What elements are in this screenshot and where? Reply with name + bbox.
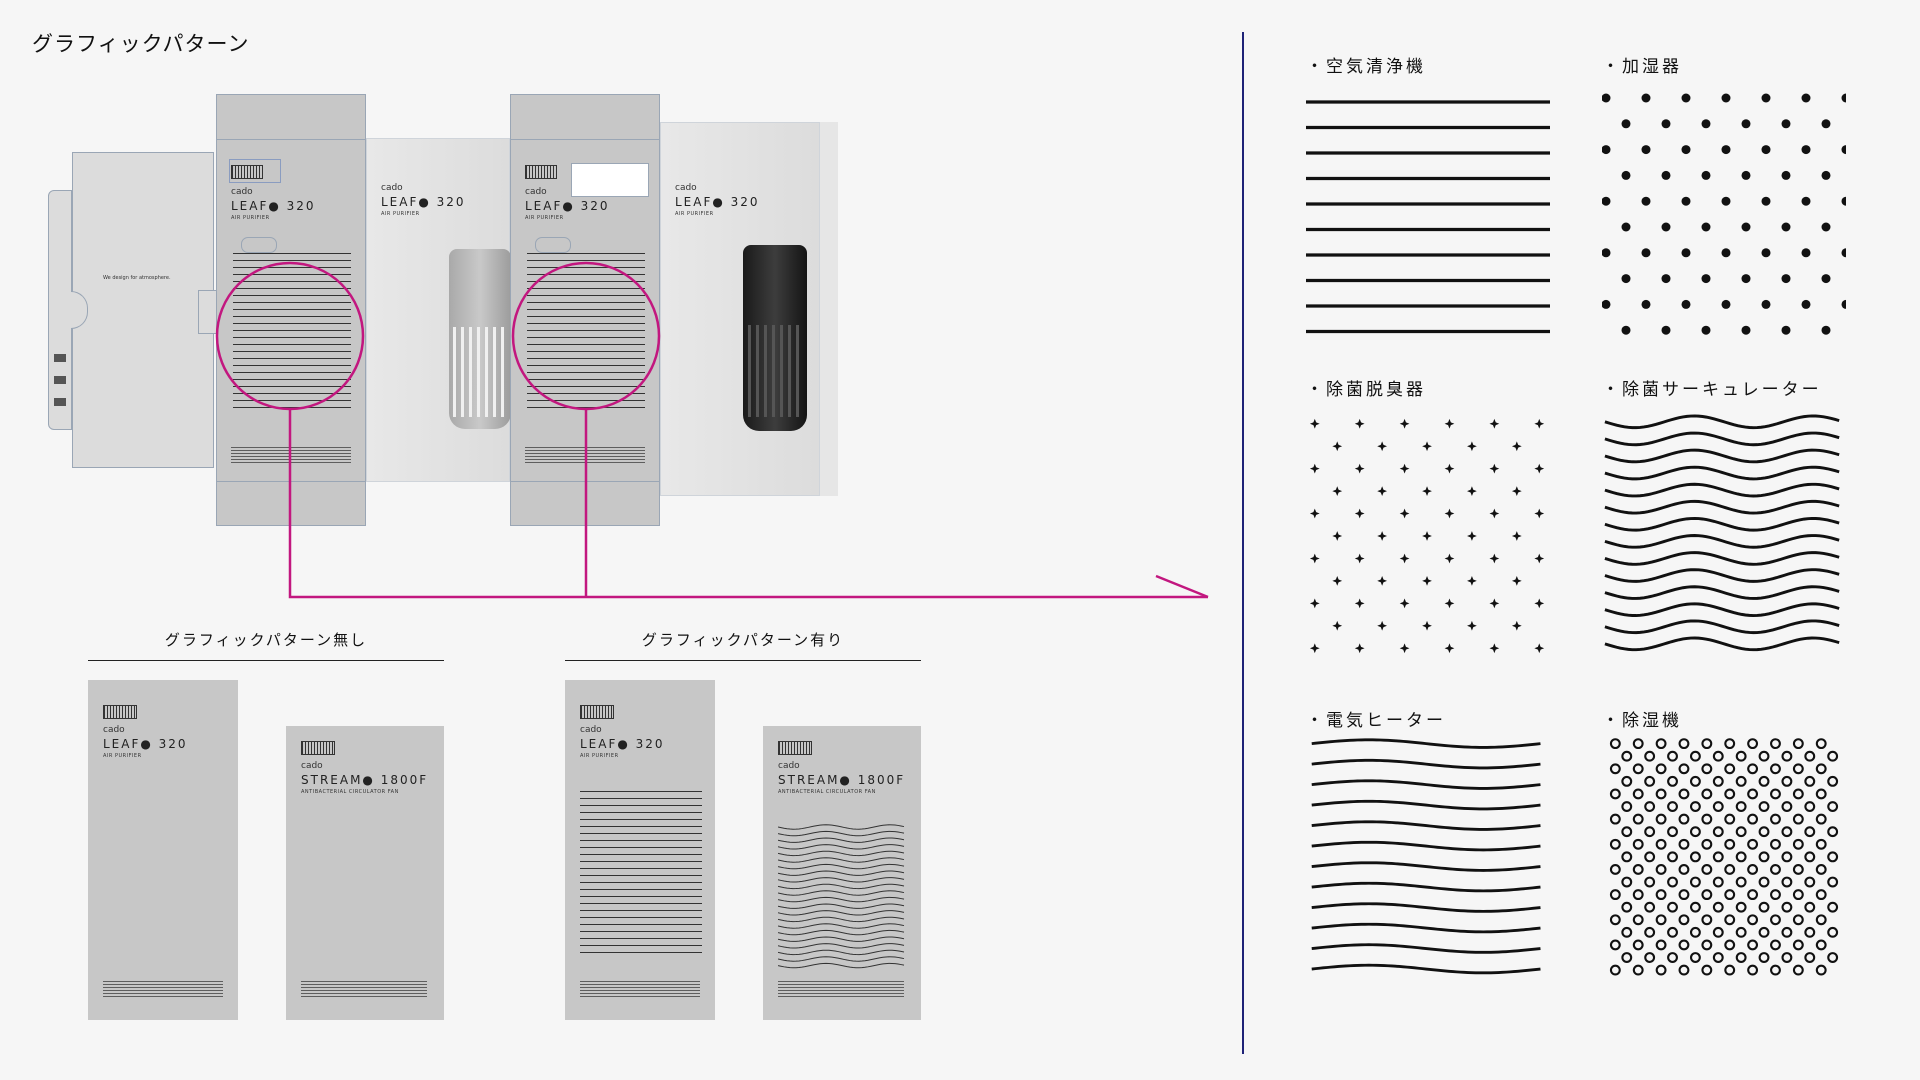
product-name: LEAF● 320: [580, 737, 665, 751]
arrow-head: [1155, 574, 1209, 599]
brand-name: cado: [525, 187, 547, 197]
product-subtitle: AIR PURIFIER: [675, 211, 714, 217]
logo-icon: [580, 705, 614, 719]
product-name: LEAF● 320: [231, 199, 316, 213]
pattern-label-heater: ・電気ヒーター: [1306, 711, 1446, 731]
tab-icons: [54, 354, 66, 414]
page-title: グラフィックパターン: [32, 32, 250, 56]
box-panel-photo-a: cado LEAF● 320 AIR PURIFIER: [366, 138, 511, 482]
brand-name: cado: [778, 761, 800, 771]
highlight-circle-left: [215, 261, 365, 411]
pattern-horizontal-lines: [1306, 100, 1550, 334]
pattern-label-circulator: ・除菌サーキュレーター: [1602, 380, 1822, 400]
product-subtitle: ANTIBACTERIAL CIRCULATOR FAN: [778, 789, 876, 795]
line-pattern: [527, 253, 645, 413]
brand-name: cado: [381, 183, 403, 193]
product-name: LEAF● 320: [103, 737, 188, 751]
logo-icon: [231, 165, 263, 179]
logo-icon: [525, 165, 557, 179]
pattern-label-sterilizer: ・除菌脱臭器: [1306, 380, 1426, 400]
fine-print: [580, 981, 700, 999]
highlight-connector: [215, 261, 1209, 599]
brand-name: cado: [675, 183, 697, 193]
line-pattern: [233, 253, 351, 413]
side-flap-text: We design for atmosphere.: [103, 275, 171, 281]
pattern-label-dehumidifier: ・除湿機: [1602, 711, 1682, 731]
product-subtitle: AIR PURIFIER: [525, 215, 564, 221]
label-sticker: [571, 163, 649, 197]
box-without-stream: cado STREAM● 1800F ANTIBACTERIAL CIRCULA…: [286, 726, 444, 1020]
product-subtitle: ANTIBACTERIAL CIRCULATOR FAN: [301, 789, 399, 795]
section-divider: [1242, 32, 1244, 1054]
pattern-dense-waves: [1604, 414, 1840, 652]
purifier-image: [449, 249, 511, 429]
logo-icon: [103, 705, 137, 719]
brand-name: cado: [580, 725, 602, 735]
purifier-image: [743, 245, 807, 431]
brand-name: cado: [301, 761, 323, 771]
fine-print: [301, 981, 427, 999]
brand-name: cado: [231, 187, 253, 197]
product-name: LEAF● 320: [381, 195, 466, 209]
connector-line: [288, 409, 1208, 599]
product-subtitle: AIR PURIFIER: [103, 753, 142, 759]
box-without-leaf: cado LEAF● 320 AIR PURIFIER: [88, 680, 238, 1020]
box-panel-photo-b: cado LEAF● 320 AIR PURIFIER: [660, 122, 820, 496]
fine-print: [778, 981, 904, 999]
box-with-stream: cado STREAM● 1800F ANTIBACTERIAL CIRCULA…: [763, 726, 921, 1020]
product-name: STREAM● 1800F: [778, 773, 906, 787]
pattern-gentle-waves: [1311, 738, 1541, 975]
pattern-label-air-purifier: ・空気清浄機: [1306, 57, 1426, 77]
line-pattern: [580, 791, 702, 959]
fine-print: [103, 981, 223, 999]
wave-pattern: [778, 824, 905, 969]
product-name: LEAF● 320: [675, 195, 760, 209]
brand-name: cado: [103, 725, 125, 735]
highlight-circle-right: [511, 261, 661, 411]
pattern-rings: [1609, 738, 1839, 976]
box-with-leaf: cado LEAF● 320 AIR PURIFIER: [565, 680, 715, 1020]
product-name: STREAM● 1800F: [301, 773, 429, 787]
logo-icon: [301, 741, 335, 755]
pattern-dots: [1602, 93, 1846, 335]
product-subtitle: AIR PURIFIER: [580, 753, 619, 759]
product-name: LEAF● 320: [525, 199, 610, 213]
caption-with: グラフィックパターン有り: [641, 631, 845, 649]
box-dieline: We design for atmosphere. cado LEAF● 320…: [48, 94, 848, 534]
logo-icon: [778, 741, 812, 755]
pattern-label-humidifier: ・加湿器: [1602, 57, 1682, 77]
product-subtitle: AIR PURIFIER: [381, 211, 420, 217]
caption-without: グラフィックパターン無し: [164, 631, 368, 649]
pattern-stars: [1309, 418, 1545, 654]
product-subtitle: AIR PURIFIER: [231, 215, 270, 221]
